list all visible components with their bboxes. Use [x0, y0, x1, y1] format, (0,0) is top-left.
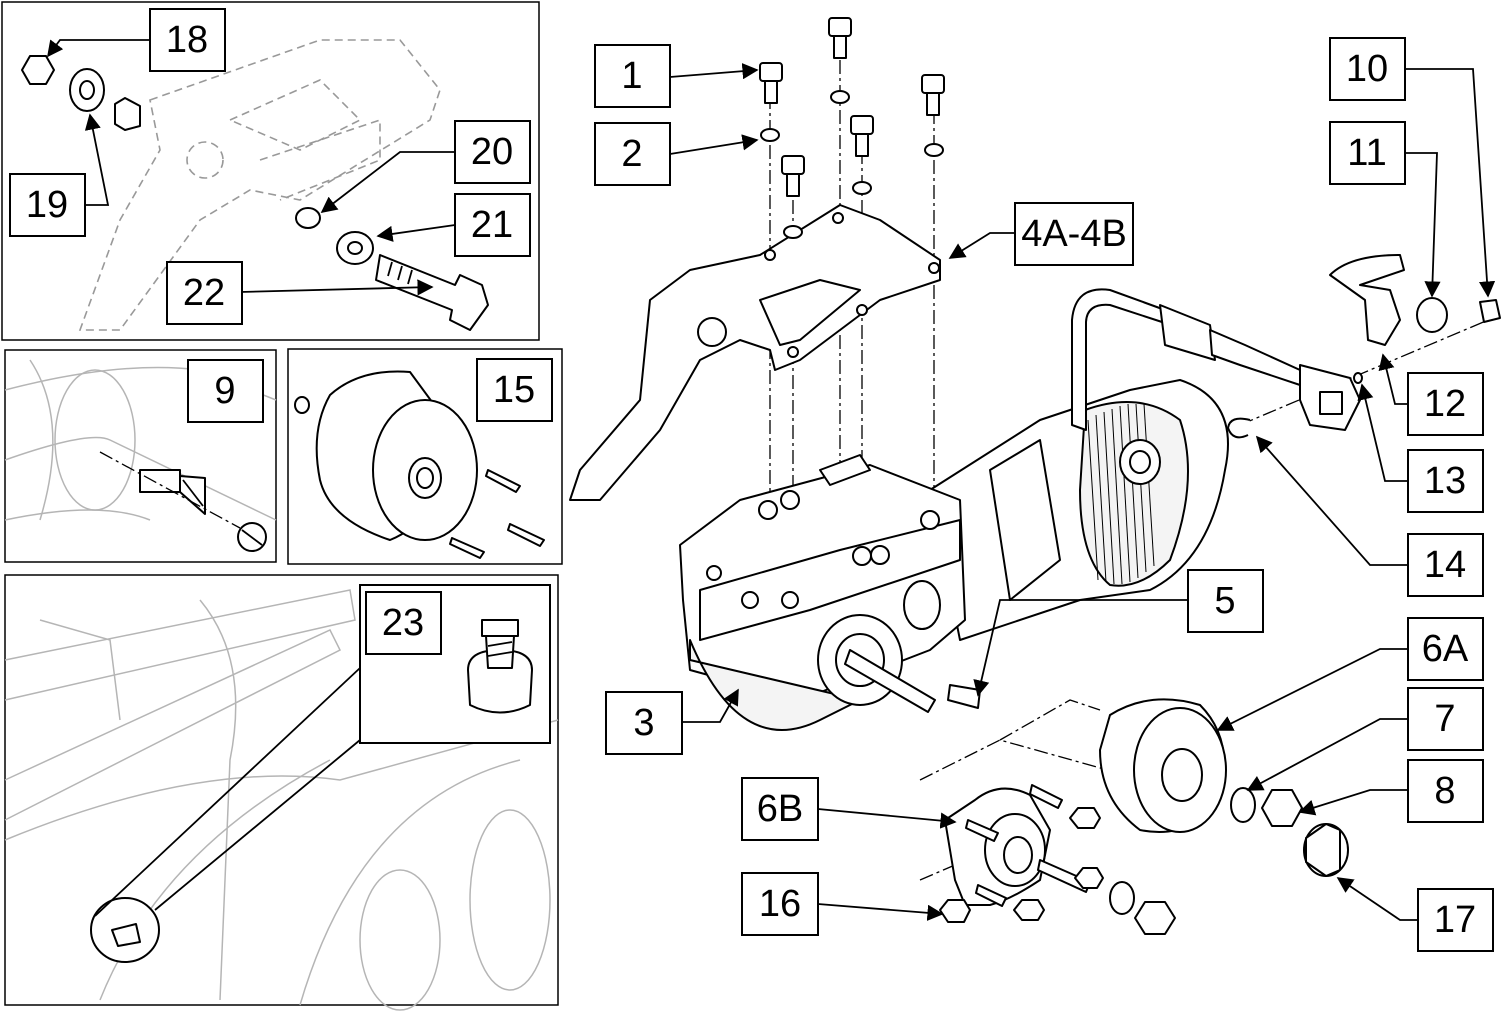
svg-text:1: 1: [621, 55, 642, 97]
cover-screw-icon: [485, 469, 521, 493]
svg-text:13: 13: [1424, 460, 1466, 502]
leader-21: [376, 224, 456, 242]
svg-text:2: 2: [621, 133, 642, 175]
svg-text:12: 12: [1424, 383, 1466, 425]
svg-text:8: 8: [1434, 770, 1455, 812]
callout-8: 8: [1407, 759, 1484, 823]
inset-gearbox-cover: [287, 348, 563, 565]
mount-bracket-icon: [569, 204, 941, 501]
leader-18: [47, 39, 150, 58]
callout-5: 5: [1187, 569, 1264, 633]
callout-13: 13: [1407, 449, 1484, 513]
callout-20: 20: [454, 120, 531, 184]
callout-6b: 6B: [741, 777, 819, 841]
callout-1: 1: [594, 44, 671, 108]
callout-17: 17: [1417, 888, 1494, 952]
leader-20: [320, 151, 455, 213]
mount-bolts-icon: [759, 17, 945, 239]
svg-text:11: 11: [1347, 132, 1386, 174]
svg-text:18: 18: [166, 19, 208, 61]
svg-text:14: 14: [1424, 544, 1466, 586]
svg-text:6A: 6A: [1422, 628, 1469, 670]
output-shaft-icon: [844, 649, 936, 713]
release-lever-11-icon: [1329, 254, 1405, 346]
shoulder-bolt-22-icon: [375, 254, 489, 331]
callout-15: 15: [476, 358, 553, 422]
inset-chassis-location: [4, 574, 559, 1011]
svg-text:23: 23: [382, 602, 424, 644]
leader-lines: [669, 63, 1496, 921]
screw-10-icon: [1479, 299, 1501, 323]
callout-2: 2: [594, 122, 671, 186]
bumper-23-icon: [467, 649, 533, 714]
lug-nut-16-icon: [939, 899, 971, 923]
shaft-key-5-icon: [947, 684, 981, 709]
callout-11: 11: [1329, 121, 1406, 185]
svg-text:22: 22: [183, 272, 225, 314]
bushing-20-icon: [295, 207, 321, 229]
svg-text:17: 17: [1434, 899, 1476, 941]
svg-text:7: 7: [1434, 698, 1455, 740]
callout-7: 7: [1407, 687, 1484, 751]
svg-text:5: 5: [1214, 580, 1235, 622]
svg-text:19: 19: [26, 184, 68, 226]
motor-fins-icon: [1087, 403, 1155, 585]
nut-8-icon: [1261, 789, 1303, 827]
callout-16: 16: [741, 872, 819, 936]
inset-motor-mount-hardware: [1, 1, 540, 341]
callout-3: 3: [605, 691, 683, 755]
washer-11-icon: [1416, 297, 1448, 333]
svg-text:10: 10: [1346, 48, 1388, 90]
callout-10: 10: [1329, 37, 1406, 101]
callout-21: 21: [454, 193, 531, 257]
washer-7-icon: [1230, 787, 1256, 823]
callout-6a: 6A: [1407, 617, 1484, 681]
svg-text:15: 15: [493, 369, 535, 411]
svg-text:3: 3: [633, 702, 654, 744]
callout-12: 12: [1407, 372, 1484, 436]
callout-23: 23: [365, 591, 442, 655]
leader-19: [84, 113, 110, 206]
svg-text:16: 16: [759, 883, 801, 925]
motor-gearbox-assembly: [569, 17, 1501, 935]
svg-text:6B: 6B: [757, 788, 803, 830]
callout-19: 19: [9, 173, 86, 237]
retaining-ring-14-icon: [1227, 417, 1251, 439]
callout-4a-4b: 4A-4B: [1014, 202, 1134, 266]
hub-nut-icon: [1134, 901, 1176, 935]
inset-brush-assembly: [4, 349, 277, 563]
callout-9: 9: [187, 359, 264, 423]
motor-end-cap-icon: [1079, 401, 1189, 587]
svg-text:4A-4B: 4A-4B: [1021, 213, 1127, 255]
svg-text:20: 20: [471, 131, 513, 173]
svg-text:9: 9: [214, 370, 235, 412]
set-screw-13-icon: [1353, 372, 1363, 384]
leader-22: [239, 279, 434, 296]
svg-text:21: 21: [471, 204, 513, 246]
callout-18: 18: [149, 8, 226, 72]
lock-nut-18-icon: [21, 55, 55, 85]
spacer-icon: [114, 97, 141, 131]
callout-22: 22: [166, 261, 243, 325]
motor-brush-9-icon: [139, 469, 181, 493]
callout-14: 14: [1407, 533, 1484, 597]
